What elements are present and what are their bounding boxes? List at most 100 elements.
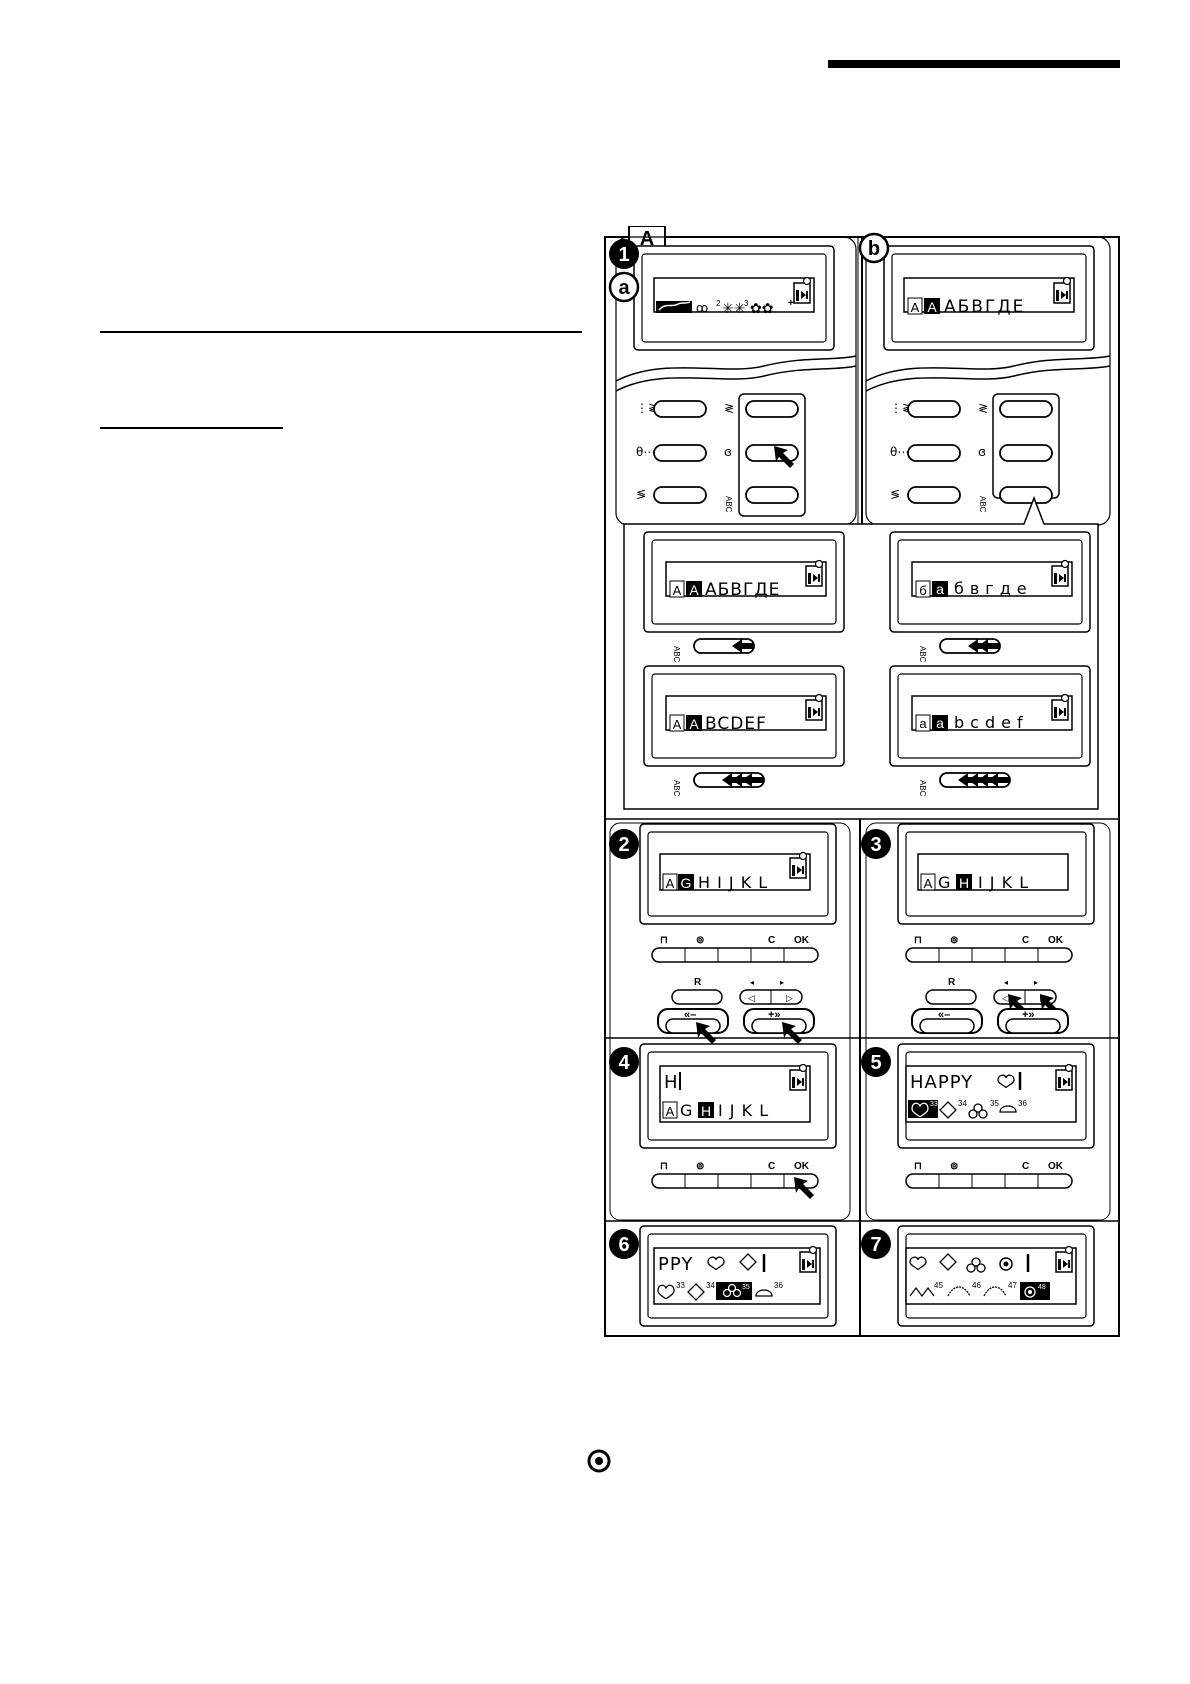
svg-text:«–: «– [684, 1009, 696, 1021]
svg-text:а: а [936, 581, 944, 597]
svg-text:θ⋯: θ⋯ [890, 445, 909, 459]
step-6-badge: 6 [618, 1234, 629, 1256]
svg-text:ɞ: ɞ [978, 445, 986, 459]
svg-text:33: 33 [930, 1101, 938, 1108]
svg-text:⊓: ⊓ [914, 935, 922, 946]
svg-text:A: A [666, 876, 675, 891]
svg-text:▸: ▸ [1034, 978, 1038, 987]
svg-text:35: 35 [990, 1099, 999, 1108]
step-4-badge: 4 [618, 1052, 630, 1074]
svg-text:I J K L: I J K L [718, 1101, 769, 1120]
svg-text:OK: OK [1048, 935, 1064, 946]
section-rule [100, 331, 582, 333]
svg-text:A: A [924, 876, 933, 891]
svg-text:R: R [694, 977, 702, 988]
svg-text:≷: ≷ [724, 401, 734, 415]
svg-text:47: 47 [1008, 1281, 1017, 1290]
svg-text:⋮≷: ⋮≷ [636, 401, 658, 415]
svg-text:+»: +» [1022, 1009, 1035, 1021]
svg-text:OK: OK [1048, 1161, 1064, 1172]
svg-text:G: G [680, 1101, 692, 1120]
svg-text:ABC: ABC [672, 646, 681, 663]
svg-text:A: A [927, 299, 937, 315]
svg-text:45: 45 [934, 1281, 943, 1290]
svg-text:≶: ≶ [890, 487, 900, 501]
svg-text:A: A [666, 1104, 675, 1119]
svg-text:H: H [701, 1103, 711, 1119]
svg-text:⊚: ⊚ [950, 1161, 958, 1172]
svg-text:48: 48 [1038, 1284, 1046, 1291]
svg-text:OK: OK [794, 1161, 810, 1172]
svg-text:A: A [689, 716, 699, 732]
svg-text:⊚: ⊚ [696, 935, 704, 946]
svg-text:C: C [768, 935, 775, 946]
svg-text:⋮≷: ⋮≷ [890, 401, 912, 415]
svg-text:a: a [919, 716, 927, 731]
svg-text:C: C [1022, 935, 1029, 946]
svg-text:36: 36 [774, 1281, 783, 1290]
svg-text:bcdef: bcdef [954, 713, 1029, 732]
svg-text:⊓: ⊓ [660, 1161, 668, 1172]
step-3-badge: 3 [870, 834, 881, 856]
svg-text:⊓: ⊓ [914, 1161, 922, 1172]
svg-text:◁: ◁ [748, 993, 755, 1003]
svg-text:✳✳: ✳✳ [722, 301, 745, 317]
svg-text:46: 46 [972, 1281, 981, 1290]
step-5-badge: 5 [870, 1052, 881, 1074]
svg-text:G: G [938, 873, 950, 892]
svg-text:ABC: ABC [672, 780, 681, 797]
svg-text:35: 35 [742, 1284, 750, 1291]
svg-text:+: + [788, 298, 794, 309]
svg-text:3: 3 [744, 299, 749, 308]
svg-text:ABC: ABC [724, 496, 733, 513]
step-7-badge: 7 [870, 1234, 881, 1256]
sub-b-badge: b [868, 238, 880, 260]
svg-text:PPY: PPY [658, 1254, 693, 1275]
svg-text:▸: ▸ [780, 978, 784, 987]
svg-text:34: 34 [706, 1281, 715, 1290]
stitch-buttons-left: ⋮≷ θ⋯ ≶ ≷ ɞ ABC [636, 393, 806, 517]
svg-text:«–: «– [938, 1009, 950, 1021]
svg-text:G: G [681, 875, 692, 891]
svg-text:◂: ◂ [750, 978, 754, 987]
needle-position-icon [587, 1449, 611, 1473]
svg-text:I J K L: I J K L [978, 873, 1029, 892]
svg-text:бвгде: бвгде [954, 579, 1033, 598]
svg-text:+»: +» [768, 1009, 781, 1021]
svg-text:A: A [911, 300, 920, 315]
svg-text:A: A [673, 583, 682, 598]
subsection-rule [100, 427, 283, 429]
svg-text:C: C [768, 1161, 775, 1172]
step-2-badge: 2 [618, 834, 629, 856]
svg-text:33: 33 [676, 1281, 685, 1290]
svg-text:A: A [689, 582, 699, 598]
svg-text:АБВГДЕ: АБВГДЕ [944, 297, 1025, 317]
svg-text:⊚: ⊚ [950, 935, 958, 946]
svg-text:◁: ◁ [1002, 993, 1009, 1003]
svg-text:H: H [664, 1072, 678, 1093]
svg-text:H: H [959, 875, 969, 891]
svg-text:ABC: ABC [918, 646, 927, 663]
lcd-operation-figure: A ꝏ 2 ✳✳ 3 ✿✿ + A A АБВГДЕ 1 a b ⋮≷ θ⋯ ≶… [604, 226, 1120, 1337]
svg-text:≶: ≶ [636, 487, 646, 501]
svg-text:▷: ▷ [786, 993, 793, 1003]
svg-text:BCDEF: BCDEF [705, 714, 767, 734]
svg-text:OK: OK [794, 935, 810, 946]
svg-text:◂: ◂ [1004, 978, 1008, 987]
svg-text:✿✿: ✿✿ [750, 301, 773, 317]
svg-text:A: A [673, 717, 682, 732]
svg-text:⊚: ⊚ [696, 1161, 704, 1172]
svg-text:a: a [936, 715, 944, 731]
header-rule [828, 60, 1120, 68]
svg-text:θ⋯: θ⋯ [636, 445, 655, 459]
svg-text:ABC: ABC [978, 496, 987, 513]
svg-text:HAPPY: HAPPY [910, 1072, 973, 1093]
svg-text:ABC: ABC [918, 780, 927, 797]
svg-text:2: 2 [716, 299, 721, 308]
svg-text:АБВГДЕ: АБВГДЕ [705, 580, 780, 600]
svg-text:⊓: ⊓ [660, 935, 668, 946]
svg-text:≷: ≷ [978, 401, 988, 415]
svg-text:ꝏ: ꝏ [696, 301, 708, 315]
svg-text:H I J K L: H I J K L [698, 873, 768, 892]
svg-text:R: R [948, 977, 956, 988]
